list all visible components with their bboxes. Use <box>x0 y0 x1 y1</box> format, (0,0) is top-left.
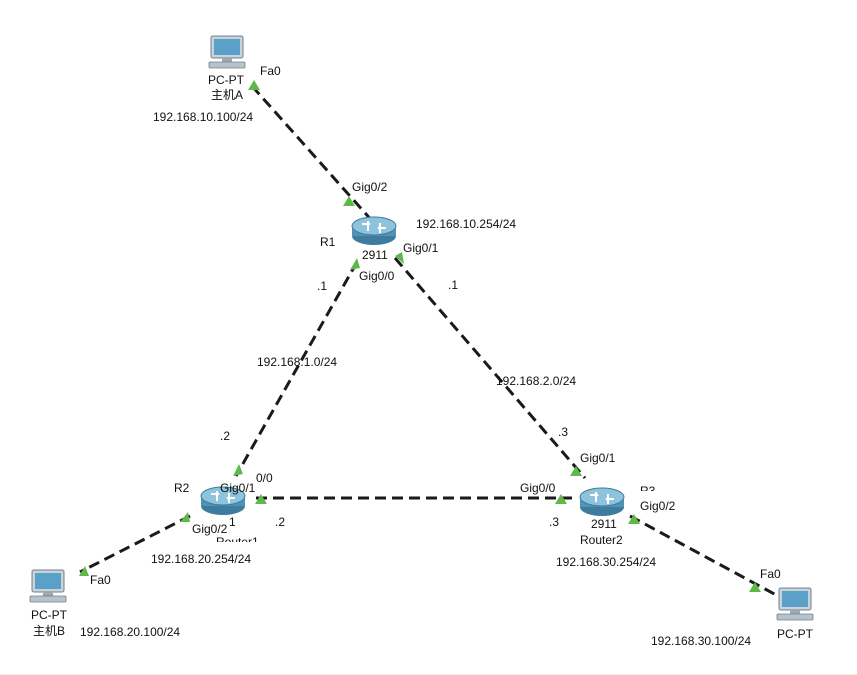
link-r2-pcb <box>79 514 191 574</box>
r2-gig0-0-fragment-label: 0/0 <box>256 471 273 485</box>
link-r1-r2 <box>234 261 359 477</box>
r1-gig0-2-label: Gig0/2 <box>352 180 388 194</box>
pcb-port-label: Fa0 <box>90 573 111 587</box>
pc-a[interactable] <box>208 35 246 69</box>
pcb-ip-label: 192.168.20.100/24 <box>80 625 181 639</box>
r2-model-fragment-label: 1 <box>229 515 236 529</box>
port-marker-r1-gig0-0 <box>350 258 360 270</box>
pc-icon <box>776 587 814 621</box>
router-r1[interactable] <box>351 216 397 246</box>
port-marker-r3-gig0-1 <box>570 466 582 476</box>
link-pca-r1 <box>250 85 376 224</box>
port-marker-r3-gig0-0 <box>555 494 567 504</box>
r1-gig0-1-label: Gig0/1 <box>403 241 439 255</box>
pcb-name-label: 主机B <box>32 624 66 638</box>
port-marker-pcc-fa0 <box>749 582 761 592</box>
net2-r1-host-label: .1 <box>448 278 459 292</box>
pcc-ip-label: 192.168.30.100/24 <box>651 634 752 648</box>
r2-lan-ip-label: 192.168.20.254/24 <box>151 552 252 566</box>
link-r1-r3 <box>393 257 587 479</box>
r3-lan-ip-label: 192.168.30.254/24 <box>556 555 657 569</box>
net2-subnet-label: 192.168.2.0/24 <box>496 374 577 388</box>
pca-ip-label: 192.168.10.100/24 <box>153 110 254 124</box>
r1-model-label: 2911 <box>362 248 388 262</box>
pcb-type-label: PC-PT <box>31 608 67 622</box>
net1-r2-host-label: .2 <box>220 429 231 443</box>
r3-gig0-2-label: Gig0/2 <box>640 499 676 513</box>
router-icon <box>351 216 397 246</box>
net3-r2-host-label: .2 <box>275 515 286 529</box>
port-marker-r2-gig0-0 <box>233 464 243 476</box>
r2-name-label: R2 <box>174 481 190 495</box>
r2-gig0-1-label: Gig0/1 <box>220 481 256 495</box>
pcc-port-label: Fa0 <box>760 567 781 581</box>
port-marker-r3-gig0-2 <box>628 514 640 524</box>
r3-model-label: 2911 <box>591 517 617 531</box>
r3-name-label: R3 <box>640 484 656 491</box>
pca-type-label: PC-PT <box>208 73 244 87</box>
pc-c[interactable] <box>776 587 814 621</box>
port-marker-pca-fa0 <box>248 80 260 90</box>
port-marker-pcb-fa0 <box>79 566 89 576</box>
r3-gig0-1-label: Gig0/1 <box>580 451 616 465</box>
links <box>79 85 779 598</box>
pca-name-label: 主机A <box>210 88 244 102</box>
port-marker-r2-east <box>255 494 267 504</box>
r1-name-label: R1 <box>320 235 336 249</box>
net3-r3-host-label: .3 <box>549 515 560 529</box>
port-markers <box>79 80 761 592</box>
net1-r1-host-label: .1 <box>317 279 328 293</box>
net2-r3-host-label: .3 <box>558 425 569 439</box>
r3-gig0-0-label: Gig0/0 <box>520 481 556 495</box>
pca-port-label: Fa0 <box>260 64 281 78</box>
pc-icon <box>29 569 67 603</box>
net1-subnet-label: 192.168.1.0/24 <box>257 355 338 369</box>
link-r3-pcc <box>629 514 779 598</box>
router-r3[interactable] <box>579 487 625 517</box>
pcc-type-label: PC-PT <box>777 627 813 641</box>
r1-gig0-0-label: Gig0/0 <box>359 269 395 283</box>
port-marker-r1-gig0-1 <box>395 252 404 264</box>
r2-hostname-label: Router1 <box>216 535 259 542</box>
r3-hostname-label: Router2 <box>580 533 623 547</box>
router-icon <box>579 487 625 517</box>
r1-lan-ip-label: 192.168.10.254/24 <box>416 217 517 231</box>
port-marker-r1-gig0-2 <box>343 196 355 206</box>
r2-gig0-2-label: Gig0/2 <box>192 522 228 536</box>
port-marker-r2-gig0-2 <box>180 512 190 522</box>
pc-icon <box>208 35 246 69</box>
pc-b[interactable] <box>29 569 67 603</box>
